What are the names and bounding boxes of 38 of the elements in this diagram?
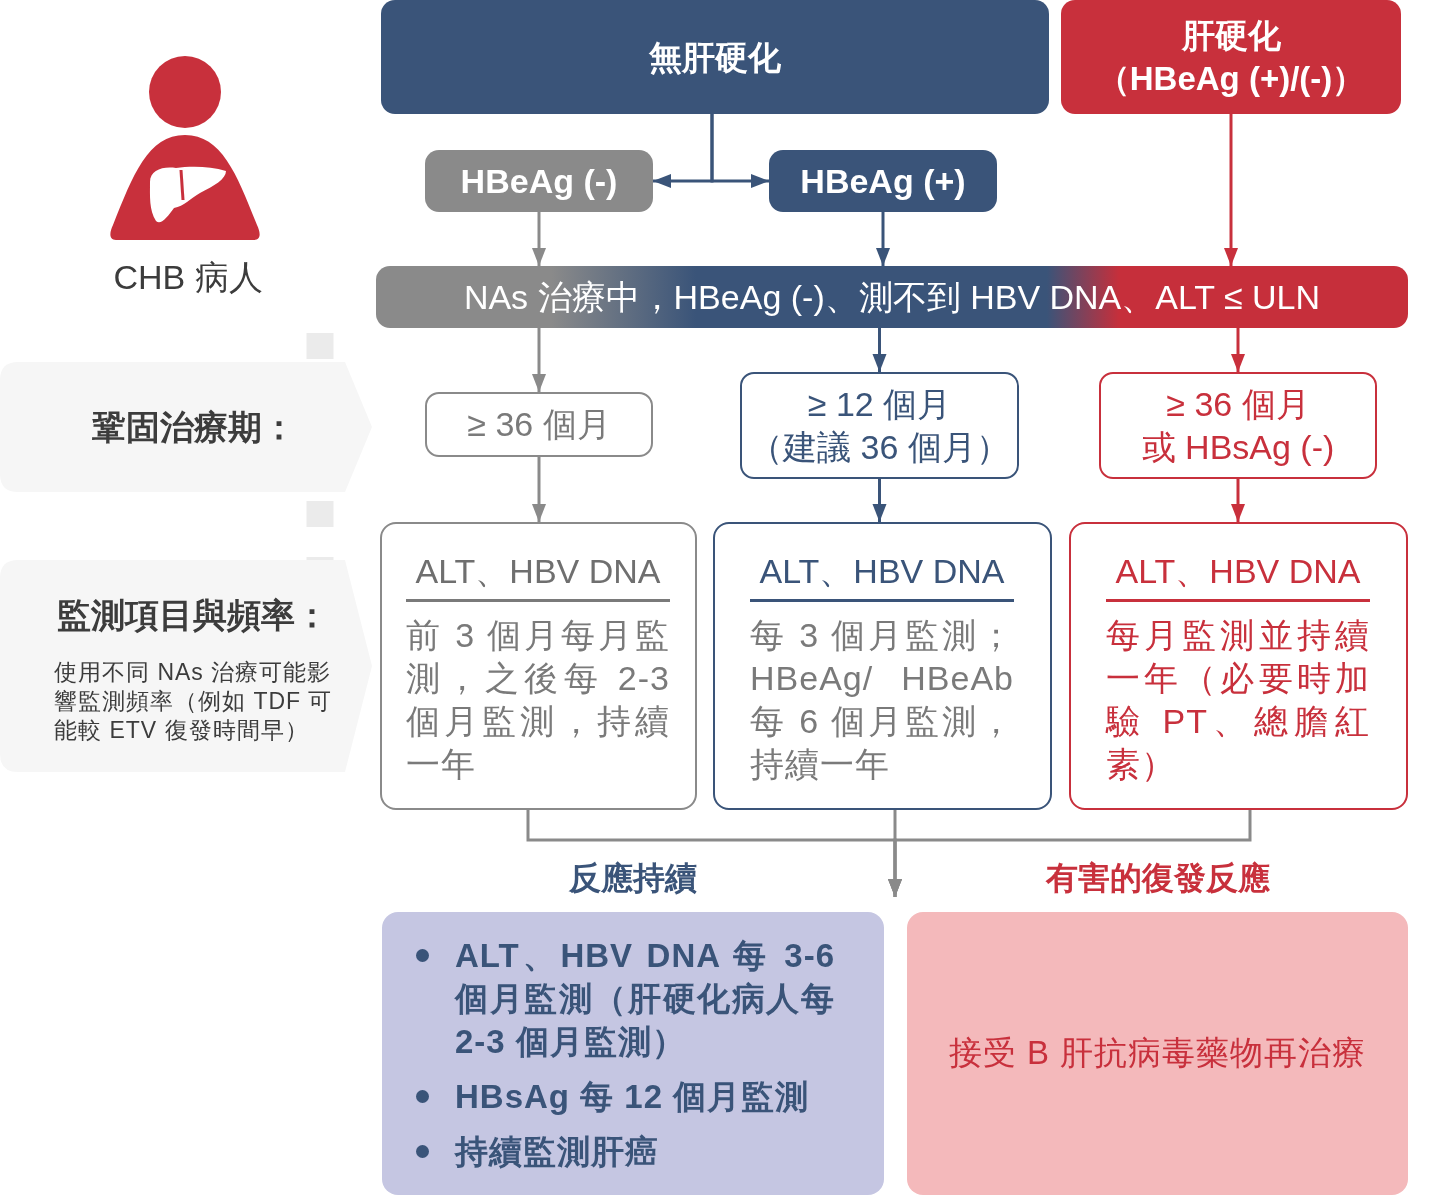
arrow [710,114,769,188]
status-box: HBeAg (+) [769,150,997,212]
list-item: 持續監測肝癌 [455,1132,660,1172]
box-heading: ALT、HBV DNA [750,548,1014,602]
status-box: HBeAg (-) [425,150,653,212]
box-text: 每 3 個月監測；HBeAg/ HBeAb 每 6 個月監測，持續一年 [750,615,1014,785]
arrow [532,328,546,392]
arrow [532,212,546,266]
list-item: HBsAg 每 12 個月監測 [455,1077,811,1117]
list-item: ALT、HBV DNA 每 3-6 個月監測（肝硬化病人每 2-3 個月監測） [455,936,835,1062]
box-heading: ALT、HBV DNA [406,548,670,602]
arrow [888,810,1252,897]
duration-box: ≥ 12 個月 （建議 36 個月） [740,372,1019,479]
row-label: 監測項目與頻率： [57,595,330,635]
duration-box: ≥ 36 個月 或 HBsAg (-) [1099,372,1377,479]
outcome-box: 接受 B 肝抗病毒藥物再治療 [907,912,1408,1195]
arrow [1224,114,1238,266]
arrow [872,479,887,522]
monitoring-box [380,522,697,810]
monitoring-box [1069,522,1408,810]
outcome-heading: 有害的復發反應 [1044,859,1271,898]
monitoring-box [713,522,1052,810]
arrow [1231,479,1245,522]
arrow [532,457,546,522]
outcome-heading: 反應持續 [568,859,698,898]
arrow [1231,328,1245,372]
box-text: 每月監測並持續一年（必要時加驗 PT、總膽紅素） [1106,615,1370,785]
arrow [872,328,887,372]
category-box: 無肝硬化 [381,0,1049,114]
note-text: 使用不同 NAs 治療可能影響監測頻率（例如 TDF 可能較 ETV 復發時間早） [54,658,334,745]
duration-box: ≥ 36 個月 [425,392,653,457]
criteria-band: NAs 治療中，HBeAg (-)、測不到 HBV DNA、ALT ≤ ULN [376,266,1408,328]
box-heading: ALT、HBV DNA [1106,548,1370,602]
arrow [876,212,890,266]
box-text: 前 3 個月每月監測，之後每 2-3 個月監測，持續一年 [406,615,670,785]
category-box: 肝硬化 （HBeAg (+)/(-)） [1061,0,1401,114]
caption: CHB 病人 [112,257,264,298]
row-label: 鞏固治療期： [92,407,297,447]
